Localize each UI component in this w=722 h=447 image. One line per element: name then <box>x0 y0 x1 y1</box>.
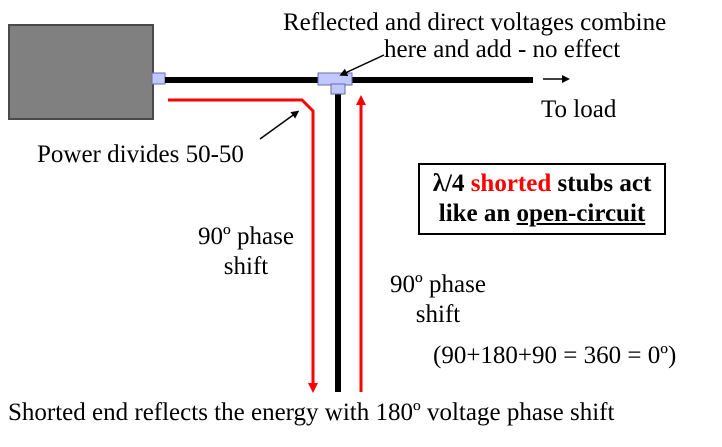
power-divides-label: Power divides 50-50 <box>37 141 244 168</box>
note-prefix: λ/4 <box>432 170 471 197</box>
phase-shift-right-line2: shift <box>415 301 461 328</box>
note-line-2: like an open-circuit <box>420 199 664 229</box>
combine-label-line1: Reflected and direct voltages combine <box>283 9 667 36</box>
incident-wave-arrow <box>168 98 318 393</box>
combine-pointer-arrow <box>339 54 385 76</box>
t-connector-stem <box>330 83 346 95</box>
note-highlight-shorted: shorted <box>470 170 552 197</box>
note-suffix: stubs act <box>551 170 652 197</box>
note-line2-prefix: like an <box>438 200 517 227</box>
phase-shift-left-line2: shift <box>223 253 269 280</box>
combine-label-line2: here and add - no effect <box>384 36 621 63</box>
open-circuit-note-box: λ/4 shorted stubs act like an open-circu… <box>418 163 666 235</box>
power-divides-pointer-arrow <box>259 110 300 140</box>
note-line-1: λ/4 shorted stubs act <box>420 169 664 199</box>
t-connector-top <box>317 72 353 86</box>
note-open-circuit: open-circuit <box>516 200 646 227</box>
generator-box <box>8 24 154 120</box>
phase-shift-left-line1: 90º phase <box>198 223 294 250</box>
shorted-end-label: Shorted end reflects the energy with 180… <box>8 399 615 426</box>
phase-shift-right-line1: 90º phase <box>390 271 486 298</box>
to-load-label: To load <box>541 96 617 123</box>
phase-sum-label: (90+180+90 = 360 = 0º) <box>433 342 677 369</box>
generator-connector <box>151 72 166 85</box>
